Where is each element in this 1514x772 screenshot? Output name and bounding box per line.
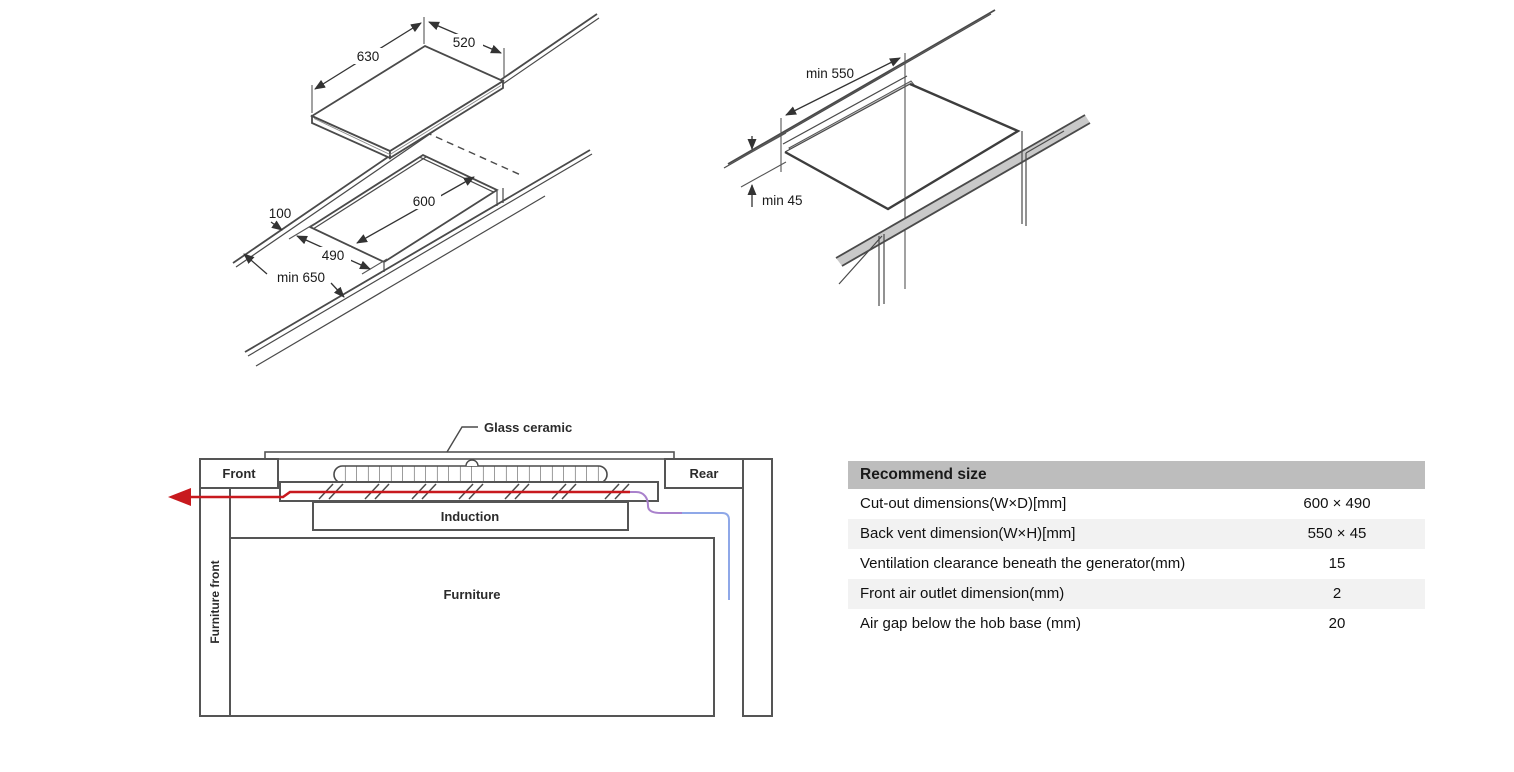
dim-edge-clearance: 100	[269, 206, 292, 221]
spec-label: Ventilation clearance beneath the genera…	[860, 555, 1186, 572]
power-wire-purple	[630, 491, 682, 514]
glass-ceramic-plate	[264, 451, 675, 460]
spec-label: Back vent dimension(W×H)[mm]	[860, 525, 1076, 542]
induction-generator-box: Induction	[312, 501, 629, 531]
table-row: Ventilation clearance beneath the genera…	[848, 549, 1425, 579]
hob-dimensions: 630 520	[311, 17, 505, 113]
spec-value: 20	[1328, 615, 1346, 632]
furniture-label: Furniture	[443, 587, 500, 602]
table-row: Back vent dimension(W×H)[mm] 550 × 45	[848, 519, 1425, 549]
dim-cutout-width: 600	[413, 194, 436, 209]
back-vent-isometric-diagram: min 550 min 45	[723, 9, 1091, 306]
installation-cross-section-diagram: Induction Front Rear Furniture Furniture…	[168, 420, 773, 717]
table-row: Air gap below the hob base (mm) 20	[848, 609, 1425, 639]
spec-value: 600 × 490	[1303, 495, 1371, 512]
furniture-box	[229, 537, 715, 717]
vent-width-dimension: min 550	[780, 53, 906, 289]
front-air-outlet-arrow	[168, 488, 630, 506]
glass-ceramic-label: Glass ceramic	[484, 420, 572, 435]
dim-min-clearance: min 650	[277, 270, 325, 285]
table-row: Cut-out dimensions(W×D)[mm] 600 × 490	[848, 489, 1425, 519]
dim-cutout-depth: 490	[322, 248, 345, 263]
induction-label: Induction	[441, 509, 500, 524]
glass-ceramic-callout: Glass ceramic	[446, 420, 572, 453]
spec-value: 2	[1332, 585, 1342, 602]
rear-label: Rear	[690, 466, 719, 481]
hob-slab	[310, 44, 505, 160]
dim-vent-width: min 550	[806, 66, 854, 81]
cutout-opening	[784, 82, 1021, 211]
coil-band	[333, 459, 608, 484]
cabinet-below-counter	[838, 130, 1065, 306]
dim-vent-height: min 45	[762, 193, 803, 208]
spec-label: Front air outlet dimension(mm)	[860, 585, 1065, 602]
recommend-size-table: Recommend size Cut-out dimensions(W×D)[m…	[848, 461, 1425, 639]
table-header: Recommend size	[848, 461, 1425, 489]
table-row: Front air outlet dimension(mm) 2	[848, 579, 1425, 609]
spec-label: Air gap below the hob base (mm)	[860, 615, 1081, 632]
cutout-dimensions: 600 490 100 min 650	[243, 176, 475, 298]
projection-dashed-line	[424, 131, 524, 177]
spec-value: 550 × 45	[1307, 525, 1367, 542]
power-wire-blue	[682, 512, 730, 600]
rear-furniture-strip	[742, 458, 773, 717]
spec-label: Cut-out dimensions(W×D)[mm]	[860, 495, 1067, 512]
spec-value: 15	[1328, 555, 1346, 572]
hob-cutout-isometric-diagram: 600 490 100 min 650 630	[232, 13, 600, 367]
dim-hob-depth: 520	[453, 35, 476, 50]
front-label: Front	[222, 466, 256, 481]
worktop-front-section	[199, 458, 279, 489]
vent-height-dimension: min 45	[740, 132, 803, 208]
furniture-front-label: Furniture front	[208, 560, 222, 643]
dim-hob-width: 630	[357, 49, 380, 64]
